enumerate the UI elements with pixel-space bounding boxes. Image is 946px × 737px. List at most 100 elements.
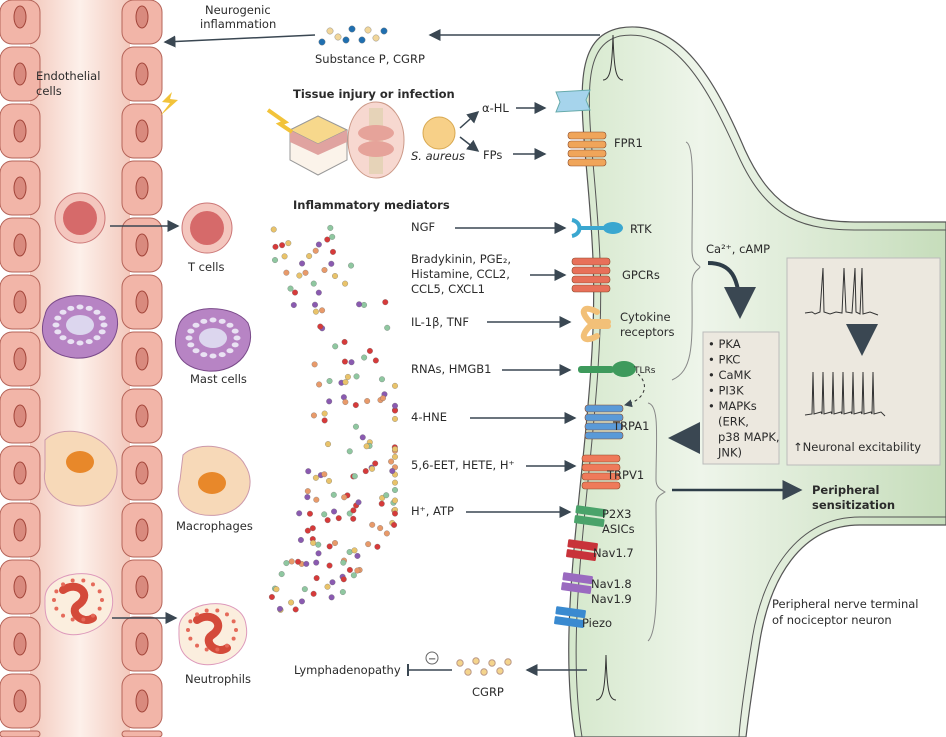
granule [97,589,102,594]
mediator-dot [278,571,285,578]
substance-p-dot [342,36,350,44]
endothelial-nucleus [135,632,149,656]
endothelial-nucleus [13,176,27,200]
mediator-dot [361,302,367,308]
granule [215,647,220,652]
endothelial-nucleus [13,290,27,314]
mediator-dot [324,236,331,243]
mediator-dot [342,280,349,287]
endothelial-nucleus [135,119,149,143]
mediator-dot [312,308,319,315]
mediator-dot [325,441,331,448]
granule [98,315,106,321]
mediator-dot [312,474,319,481]
mediator-dot [341,339,348,345]
blood-vessel [0,0,163,737]
mediator-dot [355,499,362,506]
substance-p-dot [380,27,388,35]
mediator-dot [392,510,398,517]
endothelial-nucleus [135,689,149,713]
fpr1-receptor-icon [567,131,607,167]
mediator-dot [392,402,398,409]
mediator-dot [346,549,353,555]
mediator-dot [327,224,334,231]
mediator-dot [279,242,286,249]
granule [218,318,226,324]
ngf-label: NGF [411,220,435,234]
substance-p-label: Substance P, CGRP [315,52,425,66]
mediator-dot [315,289,322,296]
granule [224,643,229,648]
mediator-dot [332,540,338,546]
mediator-dot [310,539,317,546]
granule [76,340,84,346]
granule [98,329,106,335]
granule [90,613,95,618]
mediator-dot [292,606,299,613]
mediator-dot [389,468,396,474]
excitability-label: ↑Neuronal excitability [793,440,921,454]
mediator-dot [350,507,357,514]
mediator-dot [321,410,328,417]
granule [187,328,195,334]
granule [195,643,200,648]
joint-icon [347,101,405,179]
mediator-dot [292,289,298,296]
mediator-dot [344,373,351,380]
mediator-dot [317,323,324,330]
mediator-dot [287,285,294,292]
mediator-dot [307,510,313,517]
mediator-dot [277,605,283,612]
granule [226,348,234,354]
helix [571,284,611,293]
granule [81,617,86,622]
mediator-dot [268,594,275,600]
substance-p-dot [358,36,366,44]
mediator-dot [332,343,339,350]
mediator-dot [342,379,349,386]
mediator-dot [321,417,328,424]
label: inflammation [200,17,276,31]
granule [231,619,236,624]
mediator-dot [288,558,295,565]
mediator-dot [310,412,317,419]
endothelial-nucleus [13,62,27,86]
channel-part [566,549,597,562]
mast-cell-icon [175,308,252,372]
mediator-dot [388,458,395,465]
macrophage-icon [177,445,251,516]
kinase-item: • PKA [708,337,741,351]
inhibition-icon [425,651,439,665]
mediator-dot [326,562,333,569]
mediator-dot [299,260,306,267]
granule [234,628,238,632]
granule [67,305,75,311]
substance-p-dots [318,25,388,46]
macrophage-in-vessel [43,430,118,507]
peripheral-sensitization-label: Peripheral [812,483,879,497]
mediator-dot [283,560,290,567]
mediator-dot [392,453,398,460]
alpha-hl-pore-icon [555,89,591,113]
mediator-dot [321,511,328,518]
s-aureus-icon [422,116,456,150]
mediator-dot [326,478,332,484]
granule [204,608,209,613]
hne-label: 4-HNE [411,410,447,424]
granule [192,348,200,354]
granule [231,636,236,641]
mediator-dot [297,537,304,543]
fps-label: FPs [483,148,502,162]
nucleus [199,328,227,348]
endothelial-nucleus [135,5,149,29]
channel-part [561,582,592,595]
mediator-dot [382,299,389,306]
granule [185,335,193,341]
mediator-dot [302,269,309,276]
helix [584,413,624,422]
mediator-dot [285,240,292,247]
neutrophil-icon [178,603,248,666]
trpv1-label: TRPV1 [606,468,644,482]
granule [218,352,226,358]
mediator-dot [332,273,338,279]
